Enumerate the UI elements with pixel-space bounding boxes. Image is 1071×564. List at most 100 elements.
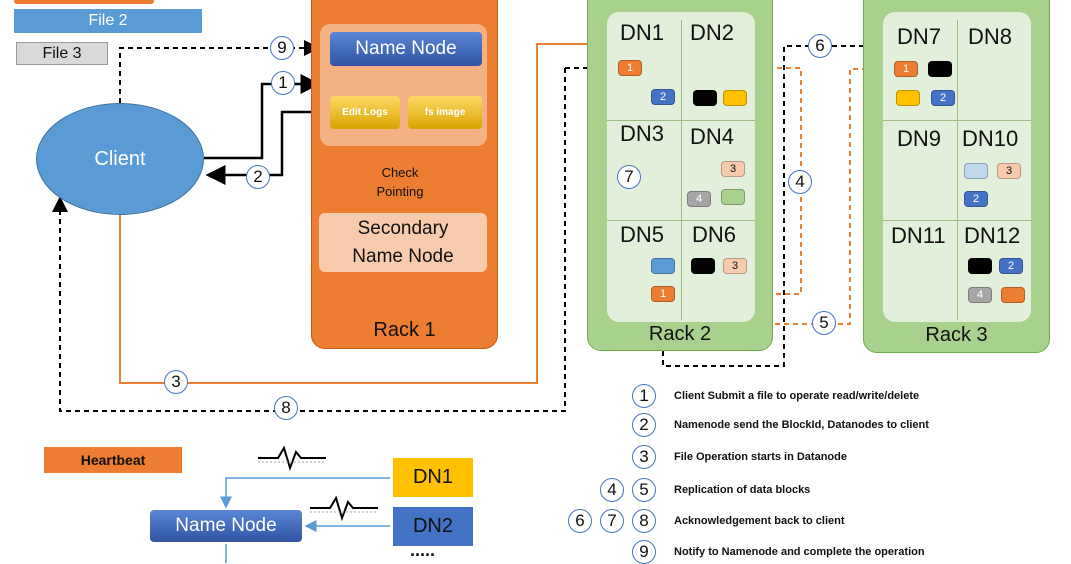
dn-label-dn4: DN4 (690, 124, 735, 149)
arrow-step8 (52, 68, 566, 412)
rack3-grid-h1 (883, 120, 1031, 121)
step-circle-2: 2 (246, 165, 270, 189)
client-node: Client (36, 103, 204, 215)
dn-label-dn7: DN7 (897, 24, 942, 49)
name-node-box: Name Node (330, 32, 482, 66)
data-block-18: 2 (964, 191, 988, 207)
rack2-grid-v (681, 20, 682, 320)
rack3-label: Rack 3 (925, 324, 988, 346)
data-block-19 (968, 258, 992, 274)
data-block-17: 3 (997, 163, 1021, 179)
heartbeat-pulse-2 (310, 495, 378, 522)
legend-text-1: Client Submit a file to operate read/wri… (674, 390, 920, 402)
data-block-4 (723, 90, 747, 106)
legend-num-3: 3 (632, 445, 656, 469)
data-block-13 (928, 61, 952, 77)
dn-label-dn5: DN5 (620, 222, 665, 247)
file2-pill: File 2 (14, 9, 202, 33)
legend-num-5: 5 (632, 478, 656, 502)
data-block-6: 4 (687, 191, 711, 207)
legend-text-2: Namenode send the BlockId, Datanodes to … (674, 419, 929, 431)
fs-image-label: fs image (424, 107, 466, 118)
step-circle-8: 8 (274, 396, 298, 420)
legend-text-3: File Operation starts in Datanode (674, 451, 847, 463)
data-block-3 (693, 90, 717, 106)
data-block-15: 2 (931, 90, 955, 106)
file1-pill (14, 0, 154, 4)
check-pointing-line2: Pointing (376, 184, 424, 199)
data-block-1: 1 (618, 60, 642, 76)
rack2-grid-h2 (607, 220, 755, 221)
secondary-line1: Secondary (357, 218, 449, 239)
rack1-label: Rack 1 (373, 319, 436, 341)
edit-logs-box: Edit Logs (330, 96, 400, 129)
legend-num-7: 7 (600, 509, 624, 533)
arrow-step2 (205, 110, 320, 185)
data-block-5: 3 (721, 161, 745, 177)
data-block-8 (651, 258, 675, 274)
arrow-step9 (119, 40, 320, 103)
data-block-9 (691, 258, 715, 274)
legend-num-2: 2 (632, 413, 656, 437)
legend-num-4: 4 (600, 478, 624, 502)
dn-label-dn2: DN2 (690, 20, 735, 45)
data-block-21: 4 (968, 287, 992, 303)
heartbeat-dn2: DN2 (393, 507, 473, 546)
dn-label-dn1: DN1 (620, 20, 665, 45)
file2-label: File 2 (88, 12, 128, 29)
legend-text-4: Replication of data blocks (674, 484, 811, 496)
rack3-grid-v (957, 20, 958, 320)
dn-label-dn11: DN11 (891, 223, 946, 248)
step-circle-1: 1 (271, 71, 295, 95)
heartbeat-dn2-label: DN2 (412, 515, 453, 537)
fs-image-box: fs image (408, 96, 482, 129)
step-circle-7: 7 (617, 165, 641, 189)
step-circle-4: 4 (788, 170, 812, 194)
secondary-name-node-box: Secondary Name Node (319, 213, 487, 272)
legend-num-1: 1 (632, 384, 656, 408)
data-block-12: 1 (894, 61, 918, 77)
heartbeat-name-node-label: Name Node (175, 515, 277, 536)
dn-label-dn10: DN10 (962, 126, 1019, 151)
heartbeat-dn1: DN1 (393, 458, 473, 497)
dn-label-dn12: DN12 (964, 223, 1021, 248)
heartbeat-dn1-label: DN1 (412, 466, 453, 488)
step-circle-9: 9 (270, 36, 294, 60)
data-block-20: 2 (999, 258, 1023, 274)
heartbeat-title: Heartbeat (44, 447, 182, 473)
data-block-2: 2 (651, 89, 675, 105)
file3-label: File 3 (42, 44, 82, 62)
rack2-label: Rack 2 (648, 323, 712, 345)
dn-label-dn3: DN3 (620, 121, 665, 146)
secondary-line2: Name Node (352, 246, 454, 267)
data-block-10: 3 (723, 258, 747, 274)
name-node-label: Name Node (355, 38, 457, 59)
data-block-14 (896, 90, 920, 106)
data-block-7 (721, 189, 745, 205)
dn-label-dn9: DN9 (897, 126, 942, 151)
legend-text-5: Acknowledgement back to client (674, 515, 845, 527)
rack2-grid-h1 (607, 120, 755, 121)
legend-text-6: Notify to Namenode and complete the oper… (674, 546, 925, 558)
heartbeat-name-node: Name Node (150, 510, 302, 542)
edit-logs-label: Edit Logs (342, 107, 388, 118)
step-circle-3: 3 (164, 370, 188, 394)
file3-pill: File 3 (16, 42, 108, 65)
heartbeat-pulse-1 (258, 445, 326, 472)
data-block-22 (1001, 287, 1025, 303)
legend (560, 380, 1060, 563)
data-block-11: 1 (651, 286, 675, 302)
client-label: Client (94, 147, 146, 170)
check-pointing-line1: Check (381, 165, 419, 180)
heartbeat-title-label: Heartbeat (80, 452, 146, 468)
check-pointing-label: Check Pointing (370, 163, 430, 201)
data-block-16 (964, 163, 988, 179)
step-circle-5: 5 (812, 311, 836, 335)
heartbeat-dn1-line (220, 477, 390, 509)
legend-num-6: 6 (568, 509, 592, 533)
arrow-step1 (204, 74, 321, 160)
rack3-grid-h2 (883, 220, 1031, 221)
heartbeat-more: ..... (410, 540, 436, 560)
step-circle-6: 6 (808, 34, 832, 58)
legend-num-9: 9 (632, 540, 656, 564)
